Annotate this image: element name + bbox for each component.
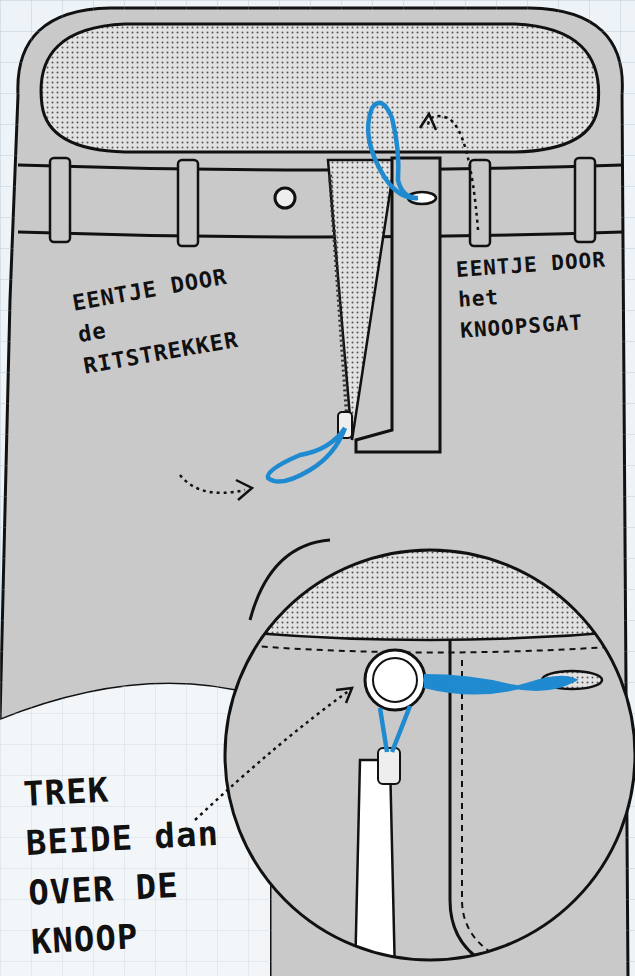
belt-loop — [178, 160, 198, 246]
inset-border — [225, 550, 635, 960]
zipper-teeth — [330, 175, 348, 430]
pointer-line — [195, 690, 350, 820]
belt-loop — [575, 158, 595, 242]
elastic-loop — [268, 428, 345, 482]
pointer-line — [428, 116, 478, 230]
waist-opening — [41, 24, 599, 152]
detail-inset — [220, 545, 635, 976]
elastic-loop — [368, 103, 418, 198]
waistband-line — [18, 165, 622, 170]
annotation-text: EENTJE DOOR het KNOOPSGAT — [455, 243, 631, 346]
arrow-head — [236, 480, 252, 500]
arrow-head — [336, 688, 352, 703]
pointer-line — [180, 475, 245, 493]
annotation-text: TREK BEIDE dan OVER DE KNOOP — [22, 760, 232, 967]
waistband-line — [18, 232, 622, 237]
belt-loop — [50, 158, 70, 242]
arrow-head — [420, 114, 436, 130]
inset-edge — [250, 540, 330, 620]
fly-opening — [328, 160, 395, 440]
belt-loop — [470, 160, 490, 246]
button — [275, 188, 295, 208]
fly-flap — [356, 158, 440, 452]
